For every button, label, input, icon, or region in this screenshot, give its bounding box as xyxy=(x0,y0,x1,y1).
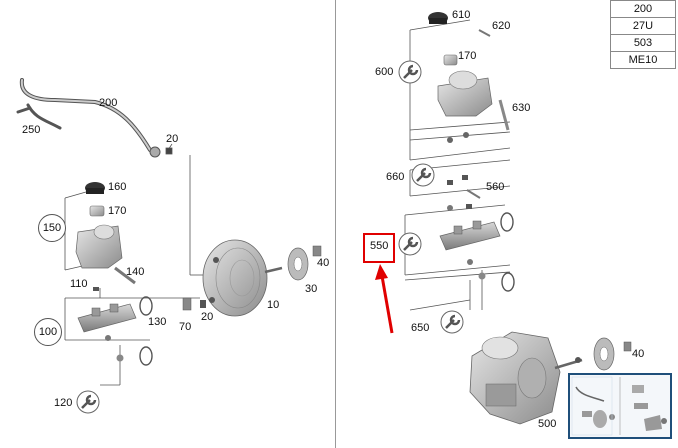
wrench-icon xyxy=(398,232,422,256)
info-cell: 200 xyxy=(610,0,676,18)
reservoir-right xyxy=(437,70,493,117)
label-30: 30 xyxy=(305,283,318,295)
brake-unit-500 xyxy=(469,331,583,425)
label-120: 120 xyxy=(54,397,73,409)
wrench-icon xyxy=(440,310,464,334)
label-200: 200 xyxy=(99,97,118,109)
small-parts-120 xyxy=(105,335,153,366)
label-500: 500 xyxy=(538,418,557,430)
leader-lines-right xyxy=(404,19,511,311)
panel-divider xyxy=(335,0,336,448)
group-label-100: 100 xyxy=(34,318,62,346)
wrench-icon xyxy=(411,163,435,187)
info-cell: ME10 xyxy=(610,51,676,69)
label-250: 250 xyxy=(22,124,41,136)
highlight-arrow xyxy=(375,264,394,334)
info-cell: 27U xyxy=(610,17,676,35)
master-cylinder-right xyxy=(439,204,501,251)
label-170-left: 170 xyxy=(108,205,127,217)
label-10: 10 xyxy=(267,299,280,311)
info-table: 200 27U 503 ME10 xyxy=(610,0,676,69)
wrench-icon xyxy=(398,60,422,84)
highlight-box-550 xyxy=(363,233,395,263)
label-620: 620 xyxy=(492,20,511,32)
label-40-right: 40 xyxy=(632,348,645,360)
label-20-bottom: 20 xyxy=(201,311,214,323)
wrench-icon xyxy=(76,390,100,414)
reservoir-left xyxy=(75,224,123,269)
label-600: 600 xyxy=(375,66,394,78)
o-ring-130 xyxy=(139,296,153,316)
label-130: 130 xyxy=(148,316,167,328)
label-110: 110 xyxy=(70,278,88,290)
label-560: 560 xyxy=(486,181,505,193)
filter-170 xyxy=(89,205,105,217)
label-160: 160 xyxy=(108,181,127,193)
label-20-top: 20 xyxy=(166,133,179,145)
master-cylinder-left xyxy=(77,303,137,333)
label-550: 550 xyxy=(370,240,389,252)
label-610: 610 xyxy=(452,9,471,21)
label-650: 650 xyxy=(411,322,430,334)
label-630: 630 xyxy=(512,102,531,114)
hose-200 xyxy=(16,78,161,158)
group-label-150: 150 xyxy=(38,214,66,242)
label-660: 660 xyxy=(386,171,405,183)
brake-booster-10 xyxy=(202,239,283,317)
gasket-30 xyxy=(287,247,309,281)
thumbnail-drawing xyxy=(571,376,667,436)
label-170-right: 170 xyxy=(458,50,477,62)
overview-thumbnail[interactable] xyxy=(568,373,672,439)
label-40-left: 40 xyxy=(317,257,330,269)
label-70: 70 xyxy=(179,321,192,333)
label-140: 140 xyxy=(126,266,145,278)
info-cell: 503 xyxy=(610,34,676,52)
